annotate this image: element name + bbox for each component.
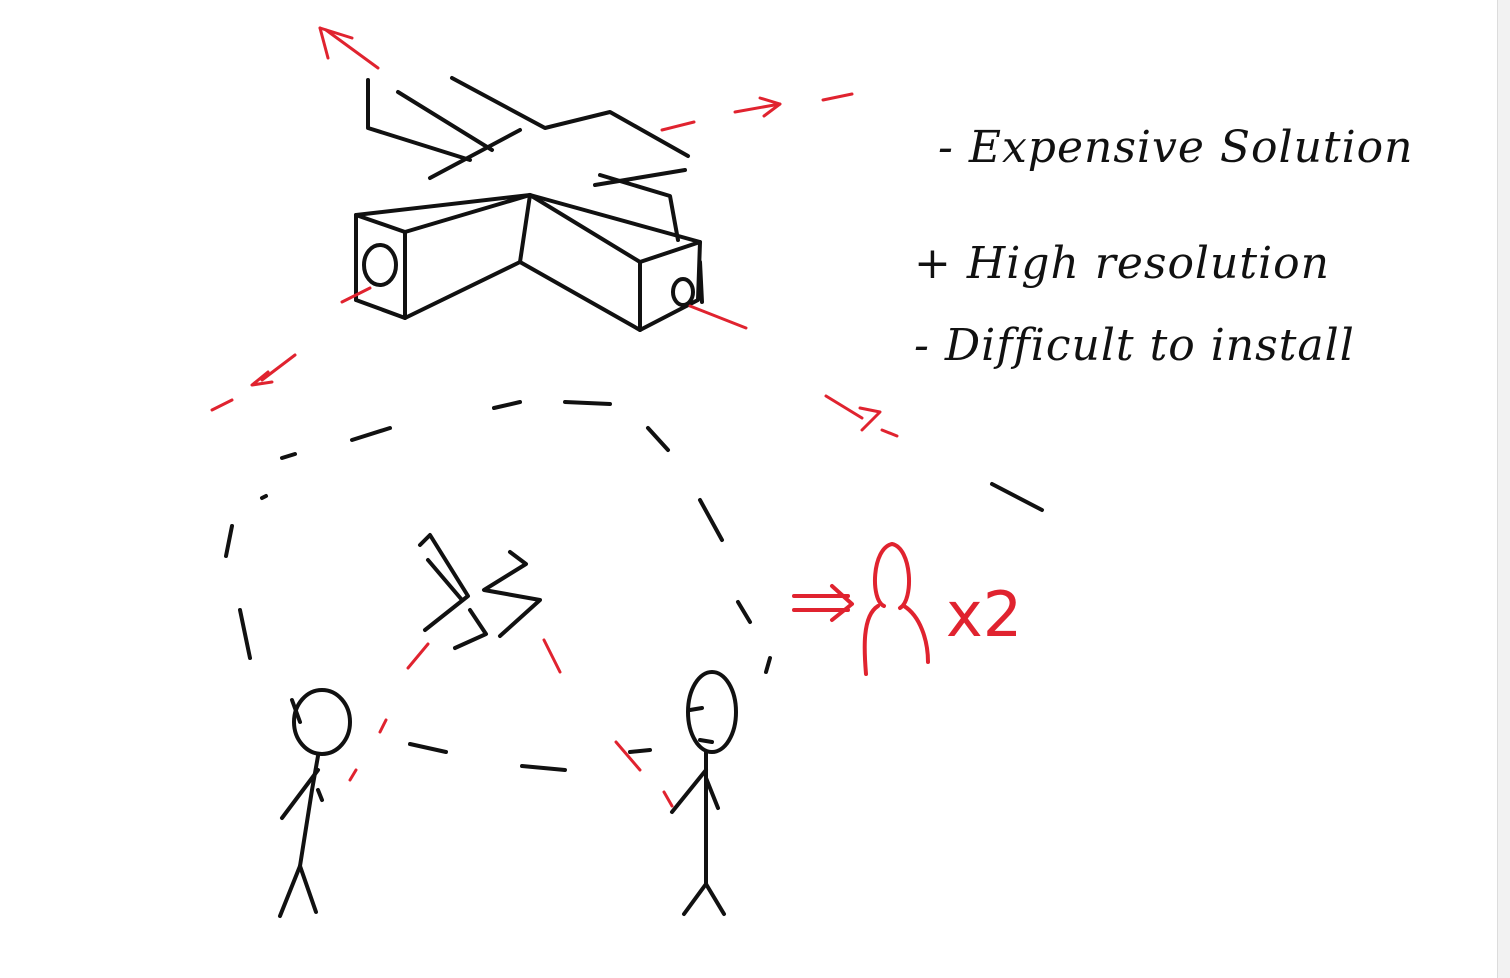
note-difficult-install: - Difficult to install xyxy=(914,320,1355,371)
small-device-fov xyxy=(348,638,674,808)
note-expensive-solution: - Expensive Solution xyxy=(938,122,1414,173)
person-count-label: x2 xyxy=(946,578,1023,651)
person-count-icon xyxy=(792,542,930,676)
coverage-area-dashes xyxy=(224,400,1044,772)
person-left-sketch xyxy=(278,688,352,918)
cross-device-sketch xyxy=(354,76,704,332)
person-right-sketch xyxy=(670,670,738,916)
field-of-view-lines xyxy=(210,26,899,438)
small-device-sketch xyxy=(418,533,542,650)
canvas-edge xyxy=(1497,0,1510,978)
note-high-resolution: + High resolution xyxy=(914,238,1330,289)
